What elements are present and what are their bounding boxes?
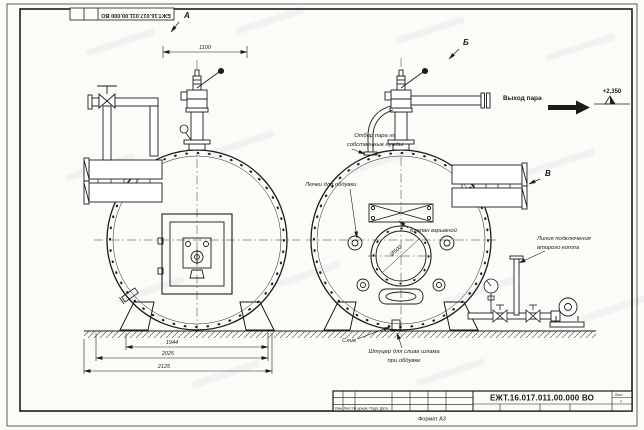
right-side-header xyxy=(451,162,528,210)
view-marker-b: Б xyxy=(463,38,469,47)
right-view: Ø500 xyxy=(306,58,528,338)
doc-number: ЕЖТ.16.017.011.00.000 ВО xyxy=(490,394,594,403)
blow-hatches-label: Лючки для обдувки xyxy=(304,182,357,188)
drain-label: Слив xyxy=(342,338,356,344)
burner-door xyxy=(157,213,233,295)
annotations: А Б В Выход пара +2,350 Отбор пара на со… xyxy=(170,11,630,364)
dim-drum-diameter: 1944 xyxy=(166,340,178,346)
sheet-cell-number: 1 xyxy=(620,400,622,404)
ground-hatch xyxy=(84,330,596,338)
drain-stub xyxy=(390,319,402,331)
bolt-ring-left xyxy=(109,152,285,328)
steam-direction-arrow xyxy=(548,100,590,115)
sludge-fitting-label-1: Штуцер для слива шлама xyxy=(368,349,440,355)
left-view-supports xyxy=(119,301,275,331)
explosion-valve-label: Клапан взрывной xyxy=(410,227,458,234)
elevation-label: +2,350 xyxy=(603,89,622,95)
drawing-frame xyxy=(6,3,638,427)
dim-overall-width: 2125 xyxy=(157,364,171,370)
left-side-header xyxy=(83,157,163,205)
line-valve-1 xyxy=(492,304,508,323)
title-block-row-labels: Изм. Лист № докум. Подп. Дата xyxy=(335,407,388,411)
dim-base-width: 2025 xyxy=(161,351,175,357)
explosion-hatch xyxy=(368,203,434,223)
right-view-supports xyxy=(323,301,479,331)
sludge-fitting-label-2: при обдувке xyxy=(388,358,422,364)
elevation-mark: +2,350 xyxy=(594,89,630,105)
feed-line-pipe xyxy=(467,312,555,320)
left-gauge xyxy=(179,124,192,141)
sheet-cell-label: Лист xyxy=(615,393,623,397)
line-valve-2 xyxy=(525,304,541,323)
format-label: Формат А3 xyxy=(418,417,446,423)
pressure-gauge xyxy=(483,278,499,313)
left-view xyxy=(83,60,300,338)
left-drain-stub xyxy=(119,287,139,305)
cleanout-hatch xyxy=(378,288,424,305)
steam-outlet-label: Выход пара xyxy=(503,95,542,102)
title-block: ЕЖТ.16.017.011.00.000 ВО Изм. Лист № док… xyxy=(332,390,633,412)
top-stamp-text: ЕЖТ.16.017.011.00.000 ВО xyxy=(101,12,171,18)
feed-pump xyxy=(549,297,585,328)
dimensions: 1100 1944 2025 2125 xyxy=(83,45,273,374)
top-stamp: ЕЖТ.16.017.011.00.000 ВО xyxy=(69,7,175,21)
bolt-ring-right xyxy=(313,152,489,328)
view-marker-a: А xyxy=(183,11,190,20)
second-boiler-label-1: Линия подключения xyxy=(536,236,591,242)
steam-outlet-pipe xyxy=(410,92,491,109)
view-marker-v: В xyxy=(545,169,551,178)
dim-top-span: 1100 xyxy=(199,45,212,51)
steam-tap-label-1: Отбор пара на xyxy=(354,133,396,139)
feed-pipework xyxy=(87,85,159,161)
second-boiler-pipe xyxy=(509,255,524,316)
second-boiler-label-2: второго котла xyxy=(537,245,580,251)
steam-tap-label-2: собственные нужды xyxy=(347,142,404,148)
aux-equipment xyxy=(467,255,585,328)
